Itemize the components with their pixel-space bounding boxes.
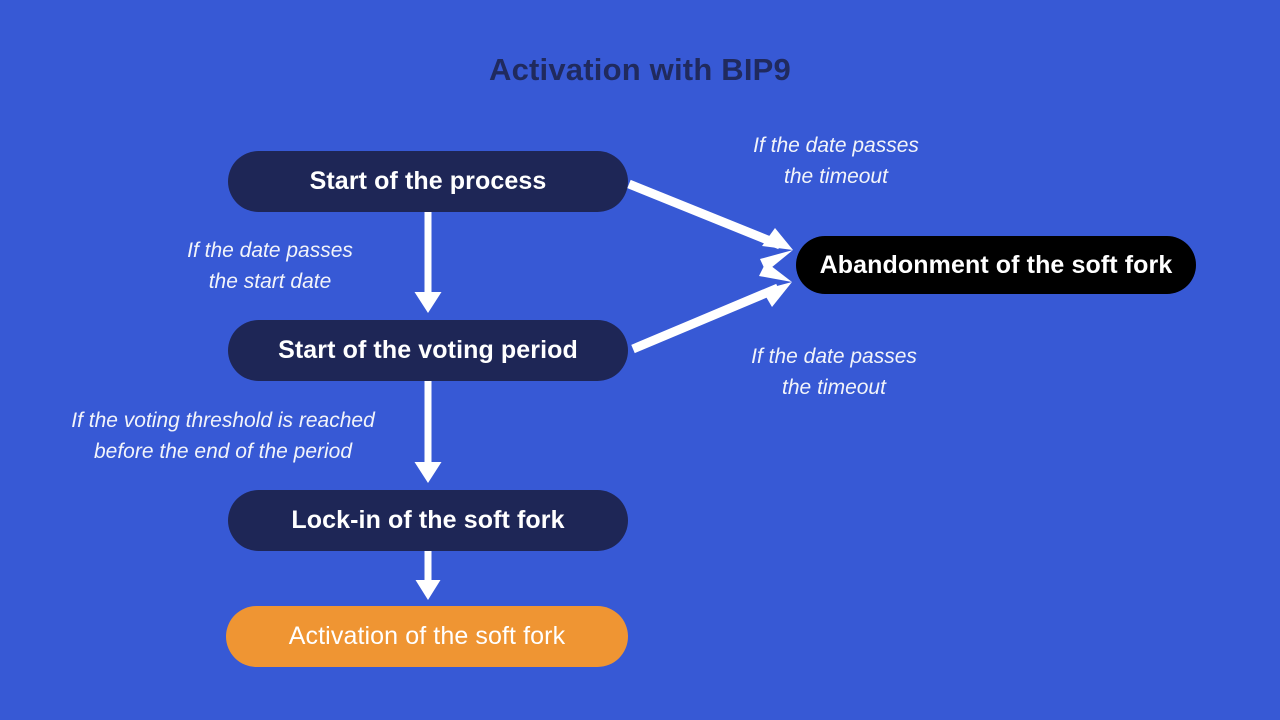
node-abandonment-of-the-soft-fork[interactable]: Abandonment of the soft fork bbox=[796, 236, 1196, 294]
edge-label-voting-to-abandon: If the date passes the timeout bbox=[751, 345, 917, 399]
node-label: Start of the process bbox=[309, 167, 547, 195]
node-label: Activation of the soft fork bbox=[288, 622, 566, 650]
arrow-lockin-to-activation bbox=[415, 551, 441, 600]
node-start-of-the-voting-period[interactable]: Start of the voting period bbox=[228, 320, 628, 381]
node-activation-of-the-soft-fork[interactable]: Activation of the soft fork bbox=[226, 606, 628, 667]
node-label: Abandonment of the soft fork bbox=[819, 250, 1173, 279]
edge-label-start-to-abandon: If the date passes the timeout bbox=[753, 134, 919, 188]
node-label: Start of the voting period bbox=[278, 336, 578, 364]
edge-label-voting-to-lockin: If the voting threshold is reached befor… bbox=[71, 409, 375, 463]
arrow-voting-to-abandon bbox=[631, 262, 792, 354]
edge-label-start-to-voting: If the date passes the start date bbox=[187, 239, 353, 293]
node-label: Lock-in of the soft fork bbox=[291, 506, 565, 534]
node-start-of-the-process[interactable]: Start of the process bbox=[228, 151, 628, 212]
arrow-start-to-abandon bbox=[627, 179, 793, 272]
page-title: Activation with BIP9 bbox=[489, 52, 791, 87]
node-lock-in-of-the-soft-fork[interactable]: Lock-in of the soft fork bbox=[228, 490, 628, 551]
